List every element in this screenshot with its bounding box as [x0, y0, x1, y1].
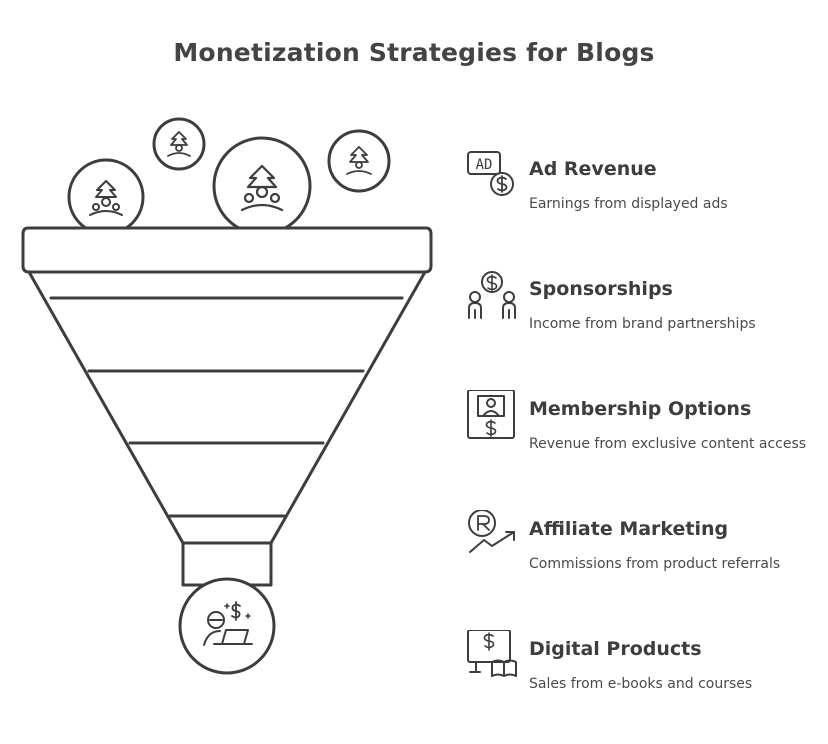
strategy-description: Income from brand partnerships [529, 316, 756, 332]
strategy-description: Commissions from product referrals [529, 556, 781, 572]
growth-people-icon [152, 117, 206, 171]
strategy-title: Membership Options [529, 398, 752, 420]
growth-people-icon [212, 136, 312, 236]
strategy-sponsorships: Sponsorships Income from brand partnersh… [466, 271, 826, 358]
strategy-affiliate-marketing: Affiliate Marketing Commissions from pro… [466, 510, 826, 598]
strategy-title: Ad Revenue [529, 158, 657, 180]
strategy-title: Affiliate Marketing [529, 518, 729, 540]
membership-screen-icon [467, 390, 515, 439]
strategy-description: Earnings from displayed ads [529, 196, 728, 212]
blogger-laptop-money-icon [178, 577, 276, 675]
strategy-title: Digital Products [529, 638, 702, 660]
digital-products-icon [467, 630, 517, 677]
ad-dollar-icon: AD [467, 151, 514, 196]
strategy-membership-options: Membership Options Revenue from exclusiv… [466, 390, 826, 478]
growth-people-icon [327, 129, 391, 193]
strategy-ad-revenue: AD Ad Revenue Earnings from displayed ad… [466, 151, 826, 238]
strategy-description: Sales from e-books and courses [529, 676, 753, 692]
strategy-digital-products: Digital Products Sales from e-books and … [466, 630, 826, 718]
growth-people-icon [67, 158, 145, 236]
sponsorship-people-icon [468, 271, 516, 319]
funnel-diagram [21, 117, 433, 675]
strategy-title: Sponsorships [529, 278, 673, 300]
affiliate-trend-icon [468, 510, 515, 553]
strategy-description: Revenue from exclusive content access [529, 436, 807, 452]
funnel [21, 226, 433, 587]
svg-text:AD: AD [476, 157, 493, 173]
page-title: Monetization Strategies for Blogs [173, 38, 655, 67]
